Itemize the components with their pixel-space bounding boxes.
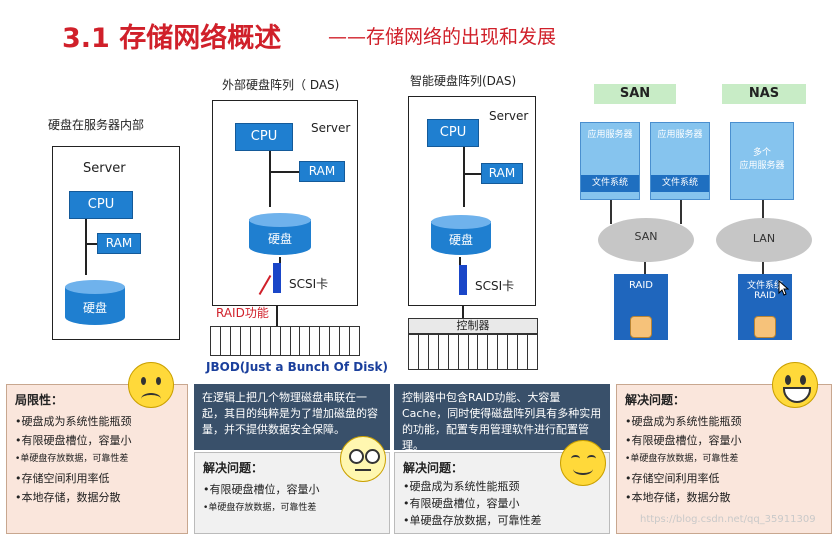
list-item: 硬盘成为系统性能瓶颈 (625, 412, 825, 431)
link-line (680, 200, 682, 224)
san-cloud-label: SAN (634, 230, 658, 243)
app-server-label: 应用服务器 (587, 130, 633, 140)
solution-list: 有限硬盘槽位，容量小 单硬盘存放数据，可靠性差 (203, 480, 381, 518)
raid-label: RAID (628, 280, 654, 291)
internal-server-frame: Server CPU RAM 硬盘 (52, 146, 180, 340)
nas-app-servers: 多个 应用服务器 (730, 122, 794, 200)
scsi-label: SCSI卡 (475, 279, 515, 293)
fs-label: 文件系统 (581, 175, 639, 192)
list-item: 有限硬盘槽位，容量小 (403, 495, 601, 512)
das-caption: 外部硬盘阵列（ DAS) (222, 78, 340, 92)
server-label: Server (311, 121, 351, 135)
bus-line (463, 147, 465, 207)
ram-block: RAM (481, 163, 523, 184)
solution-list: 硬盘成为系统性能瓶颈 有限硬盘槽位，容量小 单硬盘存放数据，可靠性差 (403, 478, 601, 529)
app-server-label: 多个 (752, 148, 771, 158)
list-item: 有限硬盘槽位，容量小 (203, 480, 381, 499)
internal-caption: 硬盘在服务器内部 (48, 118, 145, 132)
list-item: 本地存储，数据分散 (15, 488, 181, 507)
cpu-block: CPU (427, 119, 479, 147)
scsi-card (459, 265, 467, 295)
fs-label: 文件系统 (651, 175, 709, 192)
disk-link (459, 257, 461, 265)
bus-branch (85, 243, 97, 245)
link-line (644, 262, 646, 276)
page-subtitle: ——存储网络的出现和发展 (328, 26, 557, 48)
link-line (762, 200, 764, 224)
list-item: 有限硬盘槽位，容量小 (15, 431, 181, 450)
box-title: 局限性： (15, 393, 64, 407)
bus-branch (463, 173, 481, 175)
smart-das-caption: 智能硬盘阵列(DAS) (410, 74, 517, 88)
das-server-frame: Server CPU RAM 硬盘 SCSI卡 (212, 100, 358, 306)
scsi-label: SCSI卡 (289, 277, 329, 291)
link-line (762, 262, 764, 276)
cpu-block: CPU (69, 191, 133, 219)
app-server-1: 应用服务器 文件系统 (580, 122, 640, 200)
disk-top (65, 280, 125, 294)
list-item: 单硬盘存放数据，可靠性差 (625, 450, 825, 469)
frown-face-icon (128, 362, 174, 408)
grin-face-icon (772, 362, 818, 408)
bus-line (85, 219, 87, 275)
jbod-rack (210, 326, 360, 356)
san-raid-block: RAID (614, 274, 668, 340)
smart-rack (408, 334, 538, 370)
server-label: Server (83, 161, 126, 176)
box-title: 解决问题： (403, 461, 464, 475)
list-item: 存储空间利用率低 (15, 469, 181, 488)
list-item: 存储空间利用率低 (625, 469, 825, 488)
scsi-card (273, 263, 281, 293)
disk-cylinder-icon (630, 316, 652, 338)
disk-cylinder-icon (754, 316, 776, 338)
list-item: 单硬盘存放数据，可靠性差 (403, 512, 601, 529)
mouse-cursor-icon (778, 280, 790, 296)
page-title: 3.1 存储网络概述 (62, 23, 282, 54)
disk-link (279, 257, 281, 263)
raid-label: RAID功能 (216, 306, 269, 320)
list-item: 单硬盘存放数据，可靠性差 (203, 499, 381, 518)
san-cloud-icon (598, 218, 694, 262)
disk-top (249, 213, 311, 227)
list-item: 本地存储，数据分散 (625, 488, 825, 507)
raid-label: RAID (754, 291, 776, 301)
limitations-list: 硬盘成为系统性能瓶颈 有限硬盘槽位，容量小 单硬盘存放数据，可靠性差 存储空间利… (15, 412, 181, 507)
list-item: 有限硬盘槽位，容量小 (625, 431, 825, 450)
cpu-block: CPU (235, 123, 293, 151)
neutral-face-icon (340, 436, 386, 482)
nas-tag: NAS (722, 84, 806, 104)
bus-line (269, 151, 271, 207)
controller-description-box: 控制器中包含RAID功能、大容量Cache，同时使得磁盘阵列具有多种实用的功能，… (394, 384, 610, 452)
controller-link (462, 305, 464, 319)
jbod-link (276, 305, 278, 327)
bus-branch (269, 171, 299, 173)
limitations-box: 局限性： 硬盘成为系统性能瓶颈 有限硬盘槽位，容量小 单硬盘存放数据，可靠性差 … (6, 384, 188, 534)
nas-solution-box: 解决问题： 硬盘成为系统性能瓶颈 有限硬盘槽位，容量小 单硬盘存放数据，可靠性差… (616, 384, 832, 534)
ram-block: RAM (299, 161, 345, 182)
server-label: Server (489, 109, 529, 123)
smart-das-server-frame: Server CPU RAM 硬盘 SCSI卡 (408, 96, 536, 306)
box-title: 解决问题： (625, 393, 686, 407)
app-server-2: 应用服务器 文件系统 (650, 122, 710, 200)
disk-top (431, 215, 491, 229)
jbod-label: JBOD(Just a Bunch Of Disk) (206, 360, 388, 374)
lan-cloud-label: LAN (752, 232, 776, 245)
fs-label: 文件系统 (746, 281, 783, 291)
ram-block: RAM (97, 233, 141, 254)
watermark: https://blog.csdn.net/qq_35911309 (640, 514, 816, 525)
list-item: 硬盘成为系统性能瓶颈 (403, 478, 601, 495)
list-item: 硬盘成为系统性能瓶颈 (15, 412, 181, 431)
smile-face-icon (560, 440, 606, 486)
app-server-label: 应用服务器 (657, 130, 703, 140)
link-line (610, 200, 612, 224)
app-server-label: 应用服务器 (739, 161, 785, 171)
controller-block: 控制器 (408, 318, 538, 334)
lan-cloud-icon (716, 218, 812, 262)
solution-list: 硬盘成为系统性能瓶颈 有限硬盘槽位，容量小 单硬盘存放数据，可靠性差 存储空间利… (625, 412, 825, 507)
san-tag: SAN (594, 84, 676, 104)
list-item: 单硬盘存放数据，可靠性差 (15, 450, 181, 469)
box-title: 解决问题： (203, 461, 264, 475)
